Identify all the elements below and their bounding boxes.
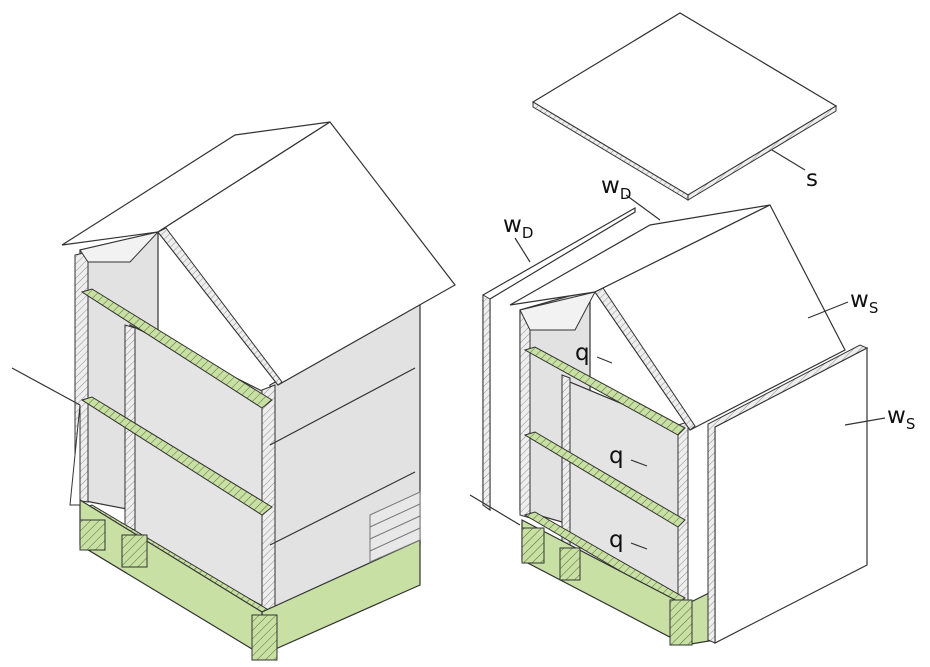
right-house-gable [519, 291, 596, 331]
wind-pressure-panel-left-face [482, 294, 491, 511]
wind-suction-panel-right-edge [707, 344, 869, 644]
left-house-gable [79, 231, 160, 263]
wind-suction-wall-label: wS [887, 403, 915, 433]
floor-load-1-label: q [575, 340, 590, 366]
left-house-footing-2 [121, 534, 148, 568]
left-house-slab-2 [80, 396, 273, 516]
right-house-footing-2 [559, 547, 581, 581]
left-house-front-column [261, 384, 276, 613]
brick-pattern [369, 491, 421, 563]
wind-pressure-top-label: wD [601, 173, 631, 203]
left-house-footing-3 [251, 614, 278, 661]
right-house-left-column [519, 307, 531, 519]
left-house-wind-diagram [69, 404, 81, 506]
right-house-roof-edge [594, 287, 696, 431]
left-house-footing-1 [79, 519, 106, 551]
right-house-footing-3 [669, 599, 693, 646]
floor-load-3-label: q [609, 527, 624, 553]
floor-load-2-label: q [609, 443, 624, 469]
wind-suction-roof-label: wS [850, 287, 878, 317]
snow-load-panel-edge-right [687, 105, 837, 201]
right-house-footing-1 [521, 527, 545, 564]
left-house-roof-edge [157, 227, 283, 386]
right-house-slab-2 [523, 431, 686, 528]
left-house [11, 121, 456, 661]
wind-pressure-left-label: wD [503, 212, 533, 242]
labels: s wD wD wS wS q q q [503, 149, 915, 553]
left-house-slab-1 [80, 288, 273, 409]
right-house [469, 12, 869, 646]
snow-load-panel [531, 12, 838, 196]
right-house-slab-1 [523, 346, 686, 436]
snow-load-label: s [806, 166, 818, 192]
